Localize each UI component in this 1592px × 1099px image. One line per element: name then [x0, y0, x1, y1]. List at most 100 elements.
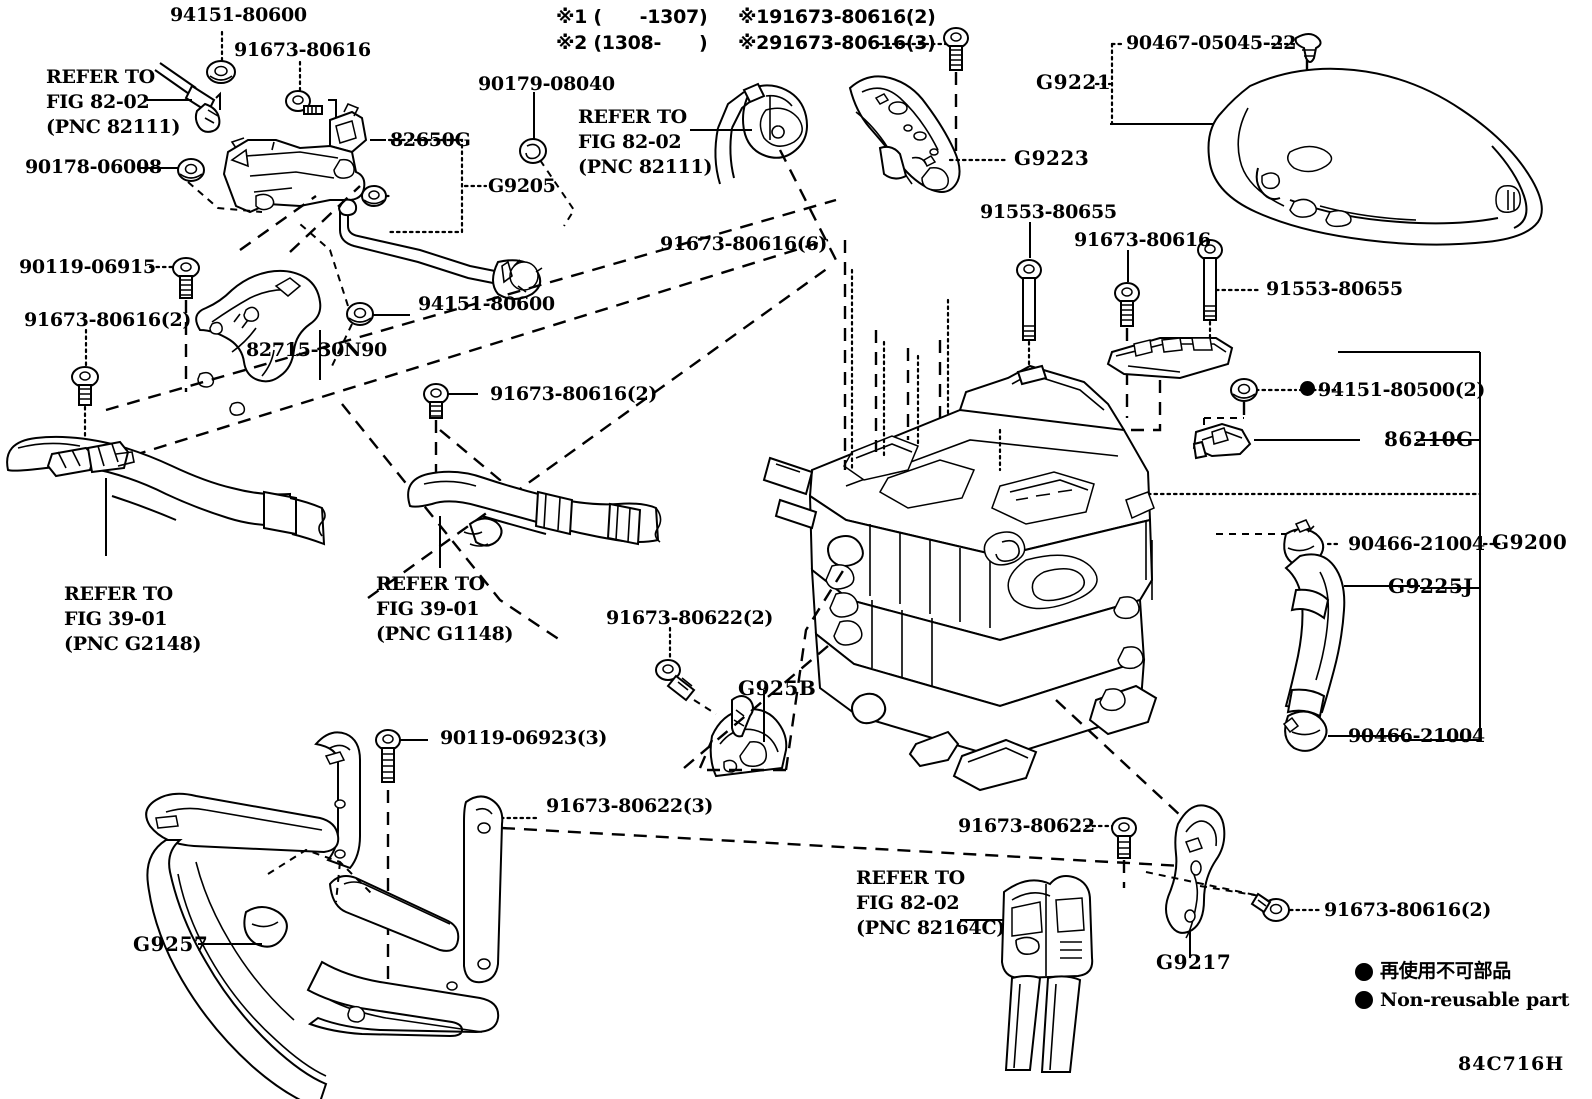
- label-82650G: 82650G: [390, 129, 471, 151]
- part-90119-06915-bolt: [172, 257, 200, 299]
- construction-line-f: [367, 267, 829, 599]
- label-91673-80622-3: 91673-80622(3): [546, 795, 714, 817]
- label-90179-08040: 90179-08040: [478, 73, 615, 95]
- part-91673-80622-bolt-a: [655, 659, 696, 702]
- part-90179-08040: [519, 138, 547, 164]
- label-refer-fig-82-02-b: REFER TO FIG 82-02 (PNC 82111): [578, 106, 713, 178]
- legend-text-japanese: 再使用不可部品: [1380, 960, 1511, 982]
- label-91673-80622-2: 91673-80622(2): [606, 607, 774, 629]
- label-90119-06915: 90119-06915: [19, 256, 156, 278]
- part-91673-80616-bolt-bottom: [1250, 892, 1322, 922]
- label-94151-80600-mid: 94151-80600: [418, 293, 555, 315]
- part-connector-82164C: [960, 875, 1094, 1073]
- construction-line-e: [341, 403, 561, 641]
- construction-line-bottom-c: [1055, 699, 1197, 831]
- part-hose-G1148: [407, 470, 662, 568]
- label-91673-80616-top: 91673-80616: [234, 39, 371, 61]
- part-91673-80622-bolt-c: [1111, 817, 1137, 859]
- note-marker-2: ※2 (1308- ): [556, 32, 708, 54]
- part-cable-82650G: [337, 198, 543, 300]
- part-91673-80616-bolt-left: [71, 366, 99, 406]
- label-90466-21004-a: 90466-21004: [1348, 533, 1485, 555]
- construction-line-d: [289, 185, 361, 253]
- part-82715-30N90: [195, 269, 322, 416]
- label-91673-80616-2-left: 91673-80616(2): [24, 309, 192, 331]
- label-91673-80616-2-bottom: 91673-80616(2): [1324, 899, 1492, 921]
- label-refer-fig-39-01-mid: REFER TO FIG 39-01 (PNC G1148): [376, 573, 514, 645]
- bracket-G9205: [387, 138, 488, 234]
- label-90466-21004-b: 90466-21004: [1348, 725, 1485, 747]
- part-94151-80500-nut: [1230, 378, 1258, 402]
- part-91673-80616-bolt-top: [285, 90, 337, 130]
- label-91553-80655-b: 91553-80655: [1266, 278, 1403, 300]
- legend-dot-english: [1355, 991, 1373, 1009]
- construction-line-a: [105, 198, 837, 412]
- label-G9217: G9217: [1156, 950, 1232, 974]
- label-G9221: G9221: [1036, 70, 1112, 94]
- label-90119-06923-3: 90119-06923(3): [440, 727, 608, 749]
- part-91673-80616-note-bolt: [943, 27, 969, 71]
- leader-dash-rail-bracket: [1110, 380, 1162, 540]
- part-82650G: [329, 102, 386, 154]
- label-91673-80622-bottom: 91673-80622: [958, 815, 1095, 837]
- part-G9257-frame: [145, 731, 504, 1099]
- label-refer-fig-82-02-a: REFER TO FIG 82-02 (PNC 82111): [46, 66, 181, 138]
- part-G9225J-hose: [1284, 553, 1420, 718]
- diagram-code: 84C716H: [1458, 1053, 1565, 1075]
- part-grommet-G9205: [361, 185, 387, 207]
- part-90119-06923-bolt: [375, 729, 401, 783]
- part-86210G: [1192, 422, 1360, 460]
- part-91553-80655-bolt-a: [1016, 259, 1042, 341]
- part-94151-80600-nut-top: [206, 60, 236, 84]
- part-90466-21004-clamp-b: [1282, 710, 1404, 752]
- label-90467-05045-22: 90467-05045-22: [1126, 32, 1297, 54]
- label-91553-80655-a: 91553-80655: [980, 201, 1117, 223]
- leader-dash-94151-mid: [299, 223, 349, 307]
- bracket-G9200: [1146, 351, 1502, 741]
- construction-line-bottom-a: [501, 826, 1183, 868]
- part-91553-80655-bolt-b: [1197, 239, 1223, 321]
- part-connector-82111-a: [147, 62, 221, 133]
- part-91673-80616-bolt-right: [1114, 282, 1140, 327]
- label-82715-30N90: 82715-30N90: [246, 339, 387, 361]
- legend-text-english: Non-reusable part: [1380, 989, 1570, 1011]
- construction-line-c: [239, 195, 317, 251]
- label-91673-80616-2-mid: 91673-80616(2): [490, 383, 658, 405]
- part-90178-06008: [177, 158, 205, 182]
- note-part-2: ※291673-80616(3): [738, 32, 936, 54]
- g9217-dash-b: [1199, 885, 1261, 897]
- part-G925B: [709, 690, 788, 778]
- part-91673-80616-bolt-mid: [423, 383, 449, 419]
- label-94151-80600-top: 94151-80600: [170, 4, 307, 26]
- g925b-dash-b: [784, 565, 848, 771]
- part-G9223: [848, 75, 1008, 193]
- label-G9205: G9205: [488, 175, 556, 197]
- label-G9257: G9257: [133, 932, 209, 956]
- label-refer-fig-39-01-left: REFER TO FIG 39-01 (PNC G2148): [64, 583, 202, 655]
- label-G9223: G9223: [1014, 146, 1090, 170]
- part-90467-05045-22-clip: [1294, 33, 1322, 63]
- label-91673-80616-right: 91673-80616: [1074, 229, 1211, 251]
- label-G9200: G9200: [1492, 530, 1568, 554]
- part-bracket-main-upper-left: [222, 137, 366, 214]
- part-inverter-assembly: [762, 364, 1158, 792]
- construction-line-b: [111, 238, 829, 464]
- part-connector-82111-b: [690, 82, 808, 185]
- part-G9221-cover: [1207, 67, 1543, 246]
- nonreusable-dot-94151-80500: [1300, 381, 1315, 396]
- label-90178-06008: 90178-06008: [25, 156, 162, 178]
- part-hose-G2148: [6, 435, 326, 556]
- label-86210G: 86210G: [1384, 427, 1474, 451]
- part-94151-80600-nut-mid: [346, 302, 374, 326]
- part-G9217: [1165, 804, 1226, 958]
- label-94151-80500-2: 94151-80500(2): [1318, 379, 1486, 401]
- label-refer-fig-82-02-c: REFER TO FIG 82-02 (PNC 82164C): [856, 867, 1005, 939]
- part-rail-bracket: [1106, 337, 1234, 380]
- leader-dash-91673-80622-a: [693, 699, 717, 715]
- leader-dash-90178: [187, 181, 263, 213]
- note-part-1: ※191673-80616(2): [738, 6, 936, 28]
- note-marker-1: ※1 ( -1307): [556, 6, 708, 28]
- construction-line-bottom-b: [683, 645, 829, 769]
